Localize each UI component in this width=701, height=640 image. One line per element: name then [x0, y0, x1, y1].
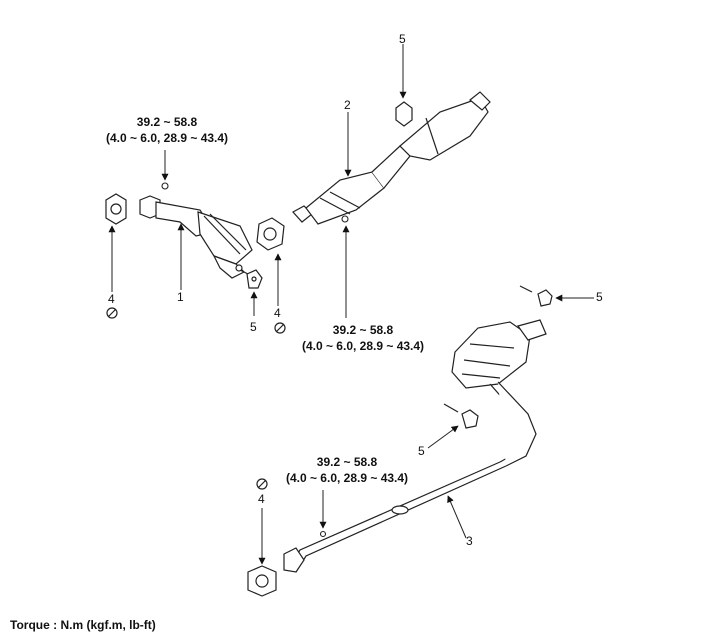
callout-hanger-top: 5 [399, 32, 406, 46]
torque-spec-rear: 39.2 ~ 58.8 (4.0 ~ 6.0, 28.9 ~ 43.4) [272, 454, 422, 486]
hanger-mid [443, 403, 479, 429]
leader-lines [108, 44, 594, 565]
callout-hanger-front: 5 [250, 320, 257, 334]
callout-main-muffler: 3 [466, 534, 473, 548]
torque-converted: (4.0 ~ 6.0, 28.9 ~ 43.4) [301, 339, 425, 353]
gasket-mid [256, 217, 285, 251]
callout-hanger-mid: 5 [418, 444, 425, 458]
torque-spec-mid: 39.2 ~ 58.8 (4.0 ~ 6.0, 28.9 ~ 43.4) [288, 322, 438, 354]
torque-value: 39.2 ~ 58.8 [136, 115, 198, 129]
center-muffler [292, 91, 491, 225]
fasteners [161, 182, 349, 538]
gasket-front [105, 193, 127, 225]
callout-center-muffler: 2 [344, 98, 351, 112]
callout-gasket-rear: 4 [258, 492, 265, 506]
torque-value: 39.2 ~ 58.8 [316, 455, 378, 469]
torque-value: 39.2 ~ 58.8 [332, 323, 394, 337]
no-reuse-icon [106, 307, 286, 490]
callout-gasket-front: 4 [108, 292, 115, 306]
torque-converted: (4.0 ~ 6.0, 28.9 ~ 43.4) [285, 471, 409, 485]
callout-gasket-mid: 4 [274, 306, 281, 320]
hanger-front [246, 269, 263, 289]
callout-front-pipe: 1 [177, 290, 184, 304]
torque-unit-legend: Torque : N.m (kgf.m, lb-ft) [10, 618, 156, 632]
torque-spec-front: 39.2 ~ 58.8 (4.0 ~ 6.0, 28.9 ~ 43.4) [92, 114, 242, 146]
main-muffler [283, 319, 547, 573]
torque-converted: (4.0 ~ 6.0, 28.9 ~ 43.4) [105, 131, 229, 145]
callout-hanger-right: 5 [596, 290, 603, 304]
hanger-top [395, 101, 413, 127]
front-pipe [139, 195, 253, 279]
hanger-right [519, 285, 553, 307]
gasket-rear [247, 565, 277, 597]
